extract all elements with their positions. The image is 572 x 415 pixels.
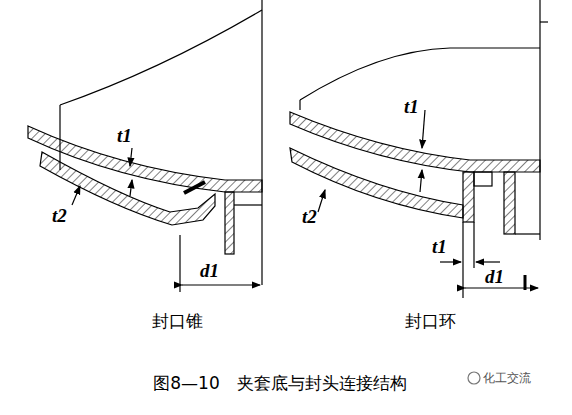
- symbol-label: t2: [302, 206, 317, 228]
- sub-caption: 封口环: [405, 310, 456, 333]
- symbol-label: t2: [52, 205, 67, 227]
- sub-caption: 封口锥: [152, 310, 203, 333]
- symbol-label: t1: [432, 236, 447, 258]
- figure-caption: 图8—10 夹套底与封头连接结构: [153, 372, 406, 395]
- symbol-label: t1: [404, 96, 419, 118]
- dimension-label: d1: [200, 260, 219, 282]
- dimension-label: d1: [485, 266, 504, 288]
- watermark: 化工交流: [483, 370, 531, 387]
- symbol-label: t1: [117, 125, 132, 147]
